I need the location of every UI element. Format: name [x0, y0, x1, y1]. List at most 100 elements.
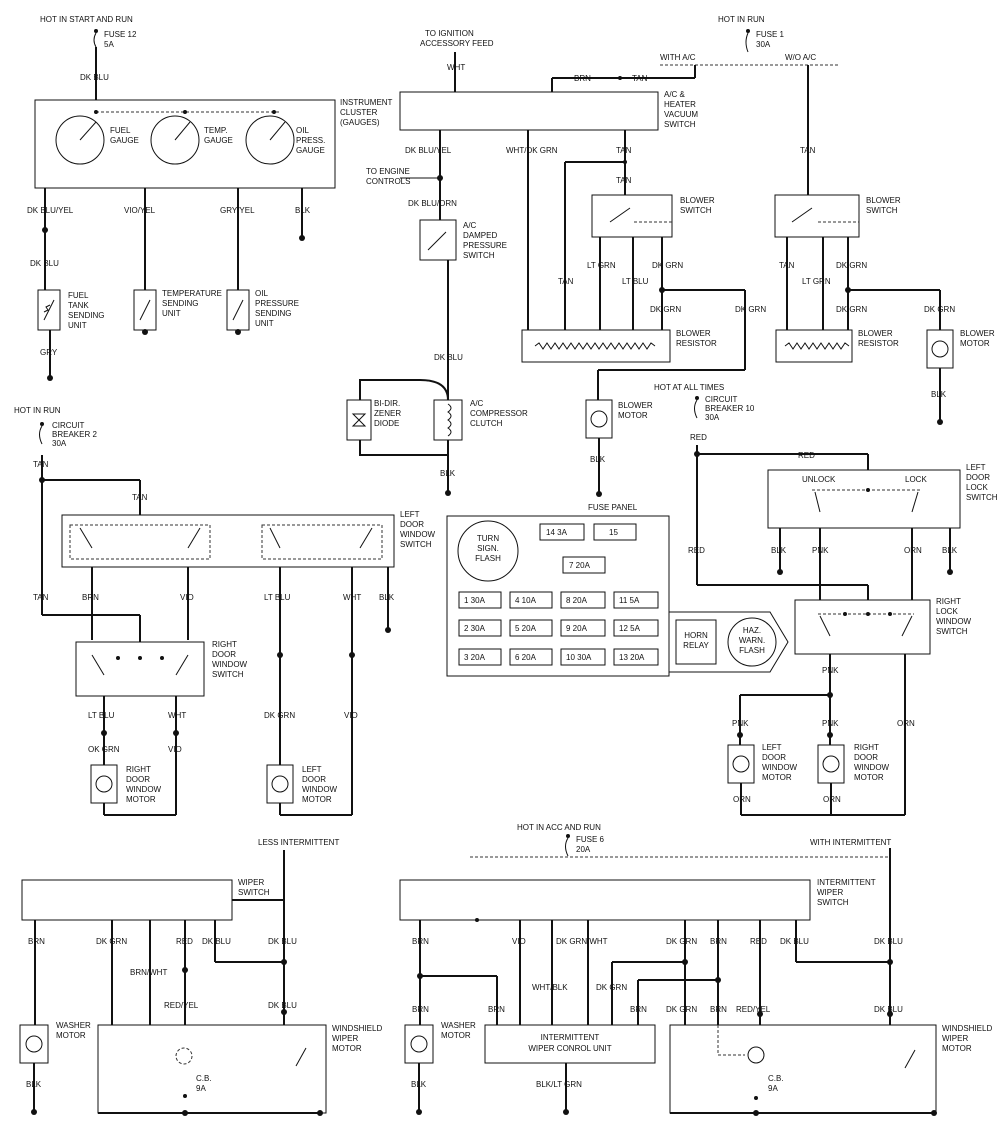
hazard-flasher — [727, 617, 777, 667]
label-pnk-ll: PNK — [812, 546, 829, 555]
fuse-4 — [509, 591, 553, 609]
label-dk-grn1: DK GRN — [652, 261, 683, 270]
fuse-15 — [593, 523, 637, 541]
label-brn-w2b: BRN — [710, 937, 727, 946]
wiper-motor-1-icon — [175, 1047, 193, 1065]
label-dk-blu-orn: DK BLU/ORN — [408, 199, 457, 208]
fuse-9 — [560, 619, 606, 637]
windshield-wiper-motor-1 — [97, 1024, 327, 1114]
intermittent-wiper-switch — [399, 879, 811, 921]
label-wht-ign: WHT — [447, 63, 465, 72]
washer-motor-1 — [19, 1024, 49, 1064]
label-wht-blk: WHT/BLK — [532, 983, 568, 992]
label-fuse-7: 7 20A — [569, 561, 591, 570]
right-window-motor-icon — [95, 775, 113, 793]
label-dk-grn-w2c: DK GRN — [666, 1005, 697, 1014]
left-door-window-switch — [61, 514, 395, 568]
label-tan-lw: TAN — [33, 593, 49, 602]
label-lt-grn1: LT GRN — [587, 261, 616, 270]
label-orn-m2: ORN — [823, 795, 841, 804]
left-window-motor-icon — [271, 775, 289, 793]
label-red-down: RED — [688, 546, 705, 555]
label-temp-gauge: TEMP.GAUGE — [204, 126, 233, 145]
fuse-12 — [613, 619, 659, 637]
label-vio-lw: VIO — [180, 593, 194, 602]
label-tan-vs2: TAN — [616, 176, 632, 185]
label-wo-ac: W/O A/C — [785, 53, 816, 62]
label-wht-rw: WHT — [168, 711, 186, 720]
blower-switch-1 — [591, 194, 673, 238]
fuse-7 — [562, 556, 606, 574]
label-orn-m1: ORN — [733, 795, 751, 804]
label-dk-blu-w2: DK BLU — [780, 937, 809, 946]
turn-signal-flasher — [457, 520, 519, 582]
label-fuse12-rating: 5A — [104, 40, 114, 49]
label-red-top: RED — [690, 433, 707, 442]
label-fuse1: FUSE 1 — [756, 30, 785, 39]
label-fuse-6: 6 20A — [515, 653, 537, 662]
wiper-switch — [21, 879, 233, 921]
label-wht-dk-grn: WHT/DK GRN — [506, 146, 558, 155]
label-cb-w1: C.B.9A — [196, 1074, 212, 1093]
instrument-cluster-box — [34, 99, 336, 189]
temp-gauge-icon — [150, 115, 200, 165]
left-door-window-motor — [266, 764, 294, 804]
label-red-w1: RED — [176, 937, 193, 946]
label-fuse-2: 2 30A — [464, 624, 486, 633]
label-fuse6: FUSE 6 — [576, 835, 605, 844]
label-hot-start-run: HOT IN START AND RUN — [40, 15, 133, 24]
label-fuse-5: 5 20A — [515, 624, 537, 633]
label-haz-flash: HAZ.WARN.FLASH — [739, 626, 765, 655]
label-tan-ac: TAN — [632, 74, 648, 83]
label-blk-bm1: BLK — [590, 455, 606, 464]
label-hot-at-all-times: HOT AT ALL TIMES — [654, 383, 724, 392]
label-fuse-15: 15 — [609, 528, 618, 537]
label-brn-w2f: BRN — [710, 1005, 727, 1014]
fuse-2 — [458, 619, 502, 637]
wiper-intermittent-section: HOT IN ACC AND RUN FUSE 6 20A WITH INTER… — [399, 823, 992, 1116]
label-brn-wht: BRN/WHT — [130, 968, 167, 977]
label-hot-run-fuse1: HOT IN RUN — [718, 15, 765, 24]
right-door-window-motor-lock — [817, 744, 845, 784]
label-less-intermittent: LESS INTERMITTENT — [258, 838, 339, 847]
label-blk-ac: BLK — [440, 469, 456, 478]
wiper-motor-2-icon — [747, 1046, 765, 1064]
fuse-10 — [560, 648, 606, 666]
label-brn-w2d: BRN — [488, 1005, 505, 1014]
label-hot-run-cb2: HOT IN RUN — [14, 406, 61, 415]
label-brn-w2c: BRN — [412, 1005, 429, 1014]
label-dk-grn-w2: DK GRN — [666, 937, 697, 946]
label-blk-cluster: BLK — [295, 206, 311, 215]
label-gry-yel: GRY/YEL — [220, 206, 255, 215]
fuse-1 — [458, 591, 502, 609]
horn-relay — [675, 619, 717, 665]
right-lock-window-switch — [794, 599, 931, 655]
label-fuse-11: 11 5A — [619, 596, 640, 605]
